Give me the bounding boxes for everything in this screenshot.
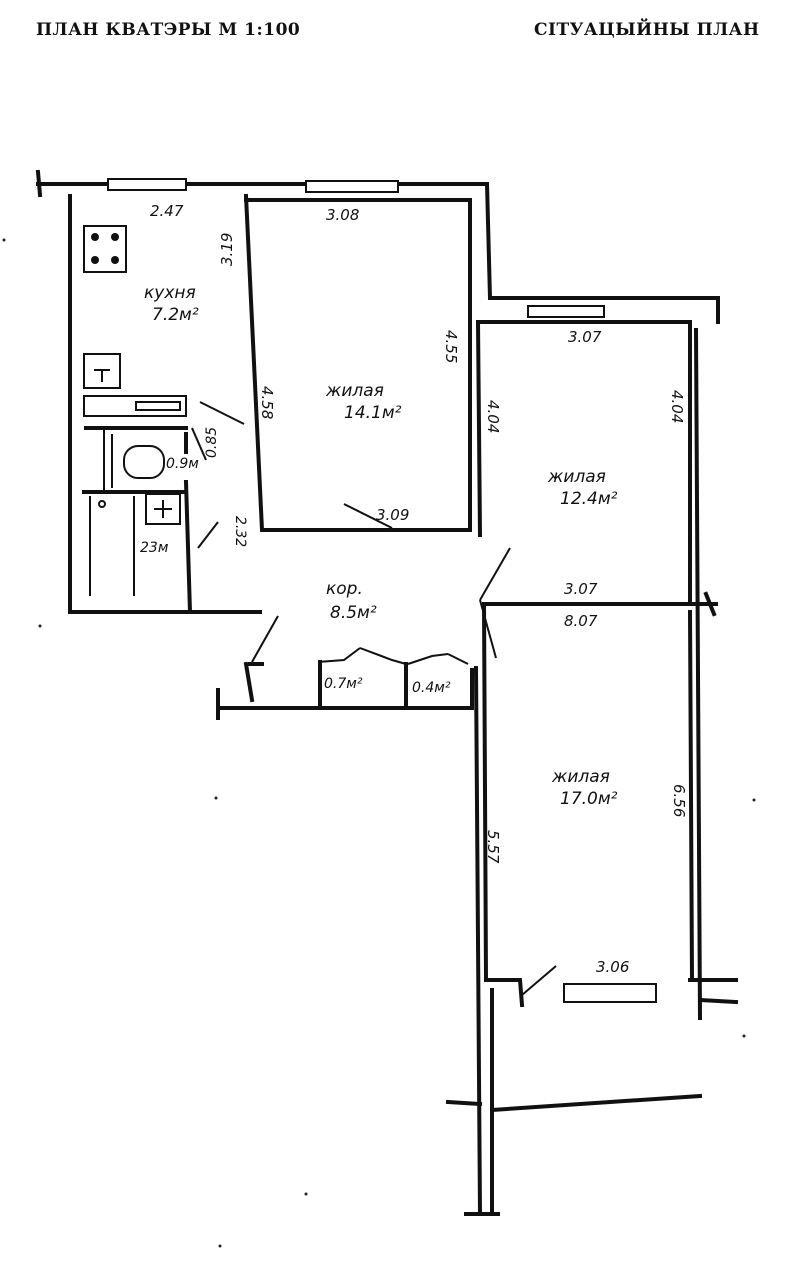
svg-text:0.85: 0.85	[204, 427, 220, 458]
closet1-area: 0.7м²	[324, 676, 363, 692]
svg-text:2.32: 2.32	[232, 516, 248, 547]
corridor-name: кор.	[326, 579, 363, 599]
svg-text:4.58: 4.58	[258, 386, 276, 419]
bathroom-block	[82, 426, 193, 615]
kitchen-area: 7.2м²	[152, 305, 199, 325]
svg-text:3.19: 3.19	[218, 233, 236, 266]
svg-text:4.55: 4.55	[442, 330, 460, 363]
dimension-labels: 2.47 3.19 3.08 4.58 4.55 3.09 3.07 4.04 …	[150, 202, 688, 976]
toilet-icon	[123, 445, 165, 479]
windows	[107, 178, 657, 1003]
svg-text:3.07: 3.07	[564, 580, 598, 598]
corridor-area: 8.5м²	[330, 603, 377, 623]
living3-name: жилая	[551, 767, 610, 787]
living3-area: 17.0м²	[560, 789, 618, 809]
kitchen-name: кухня	[144, 283, 196, 303]
closet2-area: 0.4м²	[412, 680, 451, 696]
svg-text:3.08: 3.08	[326, 206, 359, 224]
living2-name: жилая	[547, 467, 606, 487]
svg-text:8.07: 8.07	[564, 612, 598, 630]
walls	[35, 169, 739, 1217]
doors	[191, 401, 557, 996]
washbasin-icon	[145, 493, 181, 525]
room-labels: кухня 7.2м² жилая 14.1м² жилая 12.4м² жи…	[140, 283, 618, 809]
sink-icon	[83, 353, 121, 389]
svg-text:5.57: 5.57	[484, 830, 502, 864]
svg-text:4.04: 4.04	[668, 390, 686, 423]
svg-text:3.09: 3.09	[376, 506, 409, 524]
living1-name: жилая	[325, 381, 384, 401]
stove-icon	[83, 225, 127, 273]
svg-text:3.07: 3.07	[568, 328, 602, 346]
kitchen-fixtures	[83, 225, 187, 417]
svg-text:2.47: 2.47	[150, 202, 184, 220]
bath-area: 23м	[140, 540, 169, 556]
plan-title: ПЛАН КВАТЭРЫ М 1:100	[36, 20, 301, 40]
svg-text:4.04: 4.04	[484, 400, 502, 433]
scan-specks	[2, 238, 756, 1248]
svg-text:3.06: 3.06	[596, 958, 629, 976]
wc-area: 0.9м	[166, 456, 199, 472]
living2-area: 12.4м²	[560, 489, 618, 509]
situation-plan-title: СІТУАЦЫЙНЫ ПЛАН	[534, 20, 760, 40]
living1-area: 14.1м²	[344, 403, 402, 423]
svg-text:6.56: 6.56	[670, 784, 688, 817]
